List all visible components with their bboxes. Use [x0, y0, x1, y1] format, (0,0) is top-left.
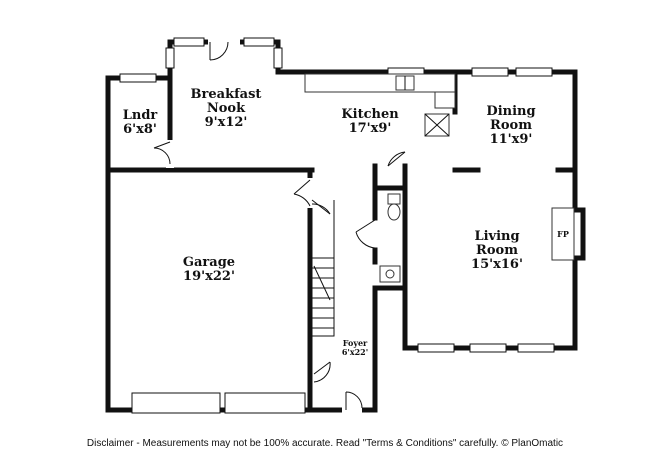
fireplace-label: FP [557, 229, 569, 239]
doors [153, 38, 406, 414]
window-dining-left [471, 67, 509, 77]
window-living-right [517, 343, 555, 353]
breakfast-size: 9'x12' [205, 115, 248, 130]
window-breakfast-right [243, 37, 275, 47]
staircase [311, 200, 335, 337]
laundry-size: 6'x8' [123, 122, 157, 137]
dining-name-2: Room [490, 118, 532, 133]
garage-name: Garage [183, 255, 235, 270]
fireplace-hearth [551, 207, 575, 261]
kitchen-fixtures [304, 73, 456, 137]
disclaimer-text: Disclaimer - Measurements may not be 100… [86, 438, 564, 449]
counter-top [304, 73, 456, 93]
dining-name-1: Dining [486, 104, 535, 119]
window-living-left [417, 343, 455, 353]
dining-size: 11'x9' [490, 132, 533, 147]
foyer-name: Foyer [343, 338, 368, 348]
breakfast-name-2: Nook [207, 101, 246, 116]
garage-size: 19'x22' [183, 269, 235, 284]
toilet-tank-icon [387, 193, 401, 205]
window-breakfast-left [173, 37, 205, 47]
fireplace: FP [551, 207, 575, 261]
living-size: 15'x16' [471, 257, 523, 272]
toilet-icon [387, 203, 401, 221]
laundry-name: Lndr [123, 108, 158, 123]
counter-return [434, 91, 456, 109]
window-breakfast-side-left [165, 47, 175, 69]
living-name-1: Living [474, 229, 519, 244]
foyer-size: 6'x22' [342, 347, 368, 357]
window-living-mid [469, 343, 507, 353]
window-laundry [119, 73, 157, 83]
living-name-2: Room [476, 243, 518, 258]
windows [119, 37, 555, 414]
breakfast-name-1: Breakfast [191, 87, 262, 102]
room-labels: Lndr 6'x8' Breakfast Nook 9'x12' Kitchen… [123, 87, 536, 357]
window-dining-right [515, 67, 553, 77]
bath-fixtures [379, 193, 401, 283]
kitchen-size: 17'x9' [349, 121, 392, 136]
garage-door-right [224, 392, 306, 414]
window-breakfast-side-right [273, 47, 283, 69]
garage-door-left [131, 392, 221, 414]
kitchen-name: Kitchen [341, 107, 399, 122]
